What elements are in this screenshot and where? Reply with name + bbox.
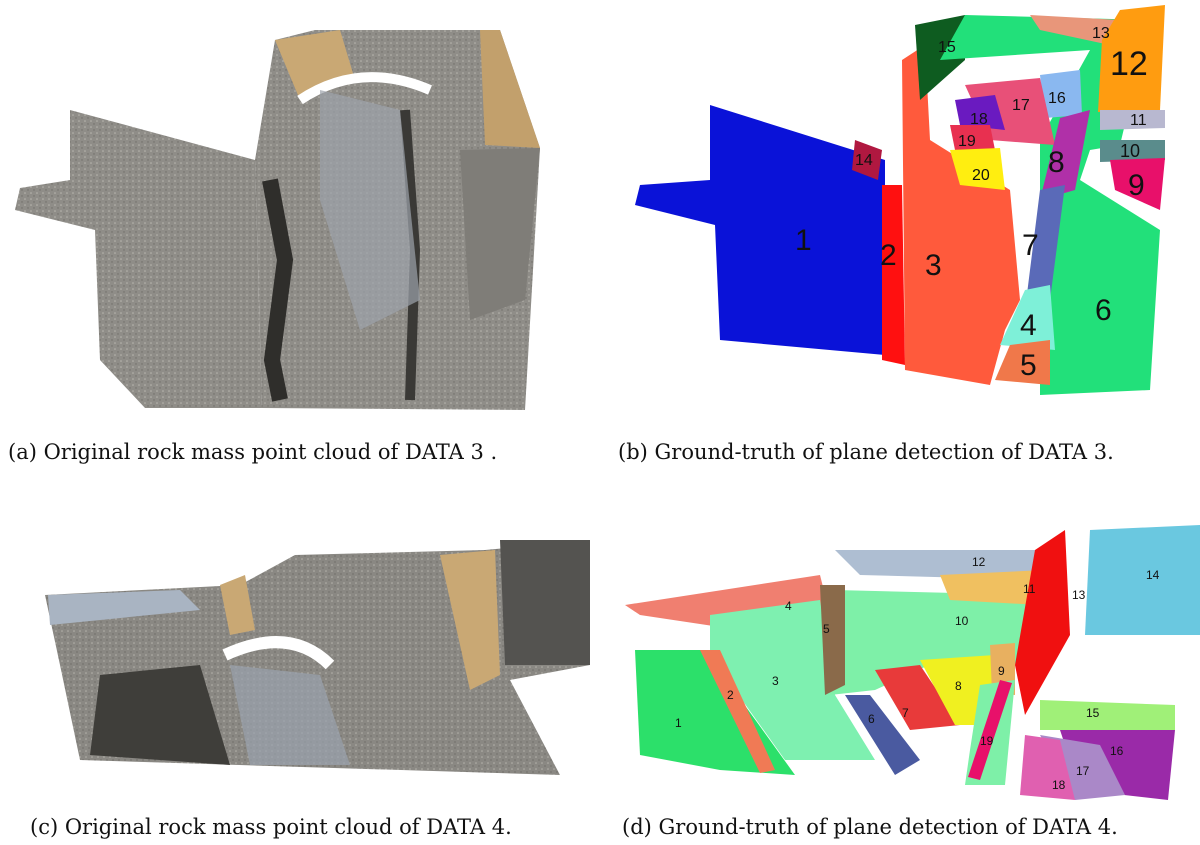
- segment-7: [1025, 185, 1065, 310]
- segment-1: [635, 105, 885, 355]
- segment-d-label-10: 10: [955, 614, 969, 628]
- segment-d-label-19: 19: [980, 734, 994, 748]
- segment-d-label-12: 12: [972, 555, 986, 569]
- segment-16: [1040, 70, 1082, 118]
- segment-label-12: 12: [1110, 45, 1148, 83]
- caption-c: (c) Original rock mass point cloud of DA…: [30, 815, 512, 839]
- segment-d-label-16: 16: [1110, 744, 1124, 758]
- segment-label-7: 7: [1022, 229, 1039, 262]
- segment-label-13: 13: [1092, 25, 1110, 42]
- segment-14: [852, 140, 882, 180]
- segment-d-label-2: 2: [727, 688, 734, 702]
- segment-label-14: 14: [855, 152, 873, 169]
- segment-d-10: [830, 590, 1040, 695]
- segment-label-20: 20: [972, 167, 990, 184]
- segment-d-15: [1040, 700, 1175, 730]
- segment-d-label-8: 8: [955, 679, 962, 693]
- segment-d-label-18: 18: [1052, 778, 1066, 792]
- segment-d-label-11: 11: [1023, 582, 1036, 596]
- segment-d-19b: [968, 680, 1012, 780]
- panel-c-rock-cloud-data4: [0, 515, 610, 795]
- segment-10: [1100, 140, 1165, 162]
- segment-8: [1040, 110, 1090, 200]
- segmentation-image-b: 1 2 3 4 5 6 7 8 9 10 11 12 13 14 15 16 1…: [635, 5, 1165, 395]
- segment-d-label-1: 1: [675, 716, 682, 730]
- segment-19: [950, 125, 995, 150]
- segment-label-3: 3: [925, 249, 942, 282]
- segment-11: [1100, 110, 1165, 130]
- segment-d-label-3: 3: [772, 674, 779, 688]
- caption-d: (d) Ground-truth of plane detection of D…: [622, 815, 1118, 839]
- segment-4: [1000, 285, 1055, 350]
- segment-label-1: 1: [795, 224, 812, 257]
- segment-d-18: [1020, 735, 1075, 800]
- segment-label-10: 10: [1120, 141, 1140, 161]
- segment-d-label-7: 7: [902, 706, 909, 720]
- segment-label-9: 9: [1128, 169, 1145, 202]
- segment-label-16: 16: [1048, 90, 1066, 107]
- segment-d-3b: [710, 600, 875, 760]
- panel-d-plane-segmentation-data4: 1 2 3 4 5 6 7 8 9 10 11 12 13 14 15 16 1…: [620, 515, 1200, 800]
- segment-label-2: 2: [880, 239, 897, 272]
- segment-d-5: [820, 585, 845, 695]
- rock-cloud-image-a: [15, 30, 540, 410]
- segmentation-image-d: 1 2 3 4 5 6 7 8 9 10 11 12 13 14 15 16 1…: [625, 525, 1200, 800]
- segment-13: [1030, 15, 1120, 45]
- segment-9: [1110, 158, 1165, 210]
- segment-2: [882, 185, 905, 365]
- segment-d-label-13: 13: [1072, 588, 1086, 602]
- panel-b-plane-segmentation-data3: 1 2 3 4 5 6 7 8 9 10 11 12 13 14 15 16 1…: [620, 0, 1200, 420]
- segment-d-label-14: 14: [1146, 568, 1160, 582]
- segment-label-4: 4: [1020, 309, 1037, 342]
- segment-20: [950, 148, 1005, 190]
- segment-12: [1098, 5, 1165, 112]
- segment-18: [955, 95, 1005, 130]
- segment-d-label-5: 5: [823, 622, 830, 636]
- segment-d-7: [875, 665, 960, 730]
- segment-label-17: 17: [1012, 97, 1030, 114]
- panel-a-rock-cloud-data3: [0, 0, 560, 420]
- segment-d-label-17: 17: [1076, 764, 1090, 778]
- segment-label-6: 6: [1095, 294, 1112, 327]
- segment-d-label-6: 6: [868, 712, 875, 726]
- segment-d-label-15: 15: [1086, 706, 1100, 720]
- segment-label-18: 18: [970, 111, 988, 128]
- segment-d-label-4: 4: [785, 599, 792, 613]
- rock-cloud-image-c: [45, 540, 590, 775]
- segment-label-5: 5: [1020, 349, 1037, 382]
- segment-label-11: 11: [1130, 112, 1147, 129]
- segment-15: [915, 15, 965, 100]
- segment-d-13: [1015, 530, 1070, 715]
- segment-label-8: 8: [1048, 146, 1065, 179]
- segment-d-2: [700, 650, 775, 773]
- segment-d-14: [1085, 525, 1200, 635]
- segment-label-15: 15: [938, 39, 956, 56]
- segment-d-6: [845, 695, 920, 775]
- caption-a: (a) Original rock mass point cloud of DA…: [8, 440, 498, 464]
- segment-3: [902, 45, 1020, 385]
- caption-b: (b) Ground-truth of plane detection of D…: [618, 440, 1114, 464]
- segment-d-11: [940, 570, 1045, 605]
- segment-5: [995, 340, 1050, 385]
- segment-label-19: 19: [958, 133, 976, 150]
- segment-d-label-9: 9: [998, 664, 1005, 678]
